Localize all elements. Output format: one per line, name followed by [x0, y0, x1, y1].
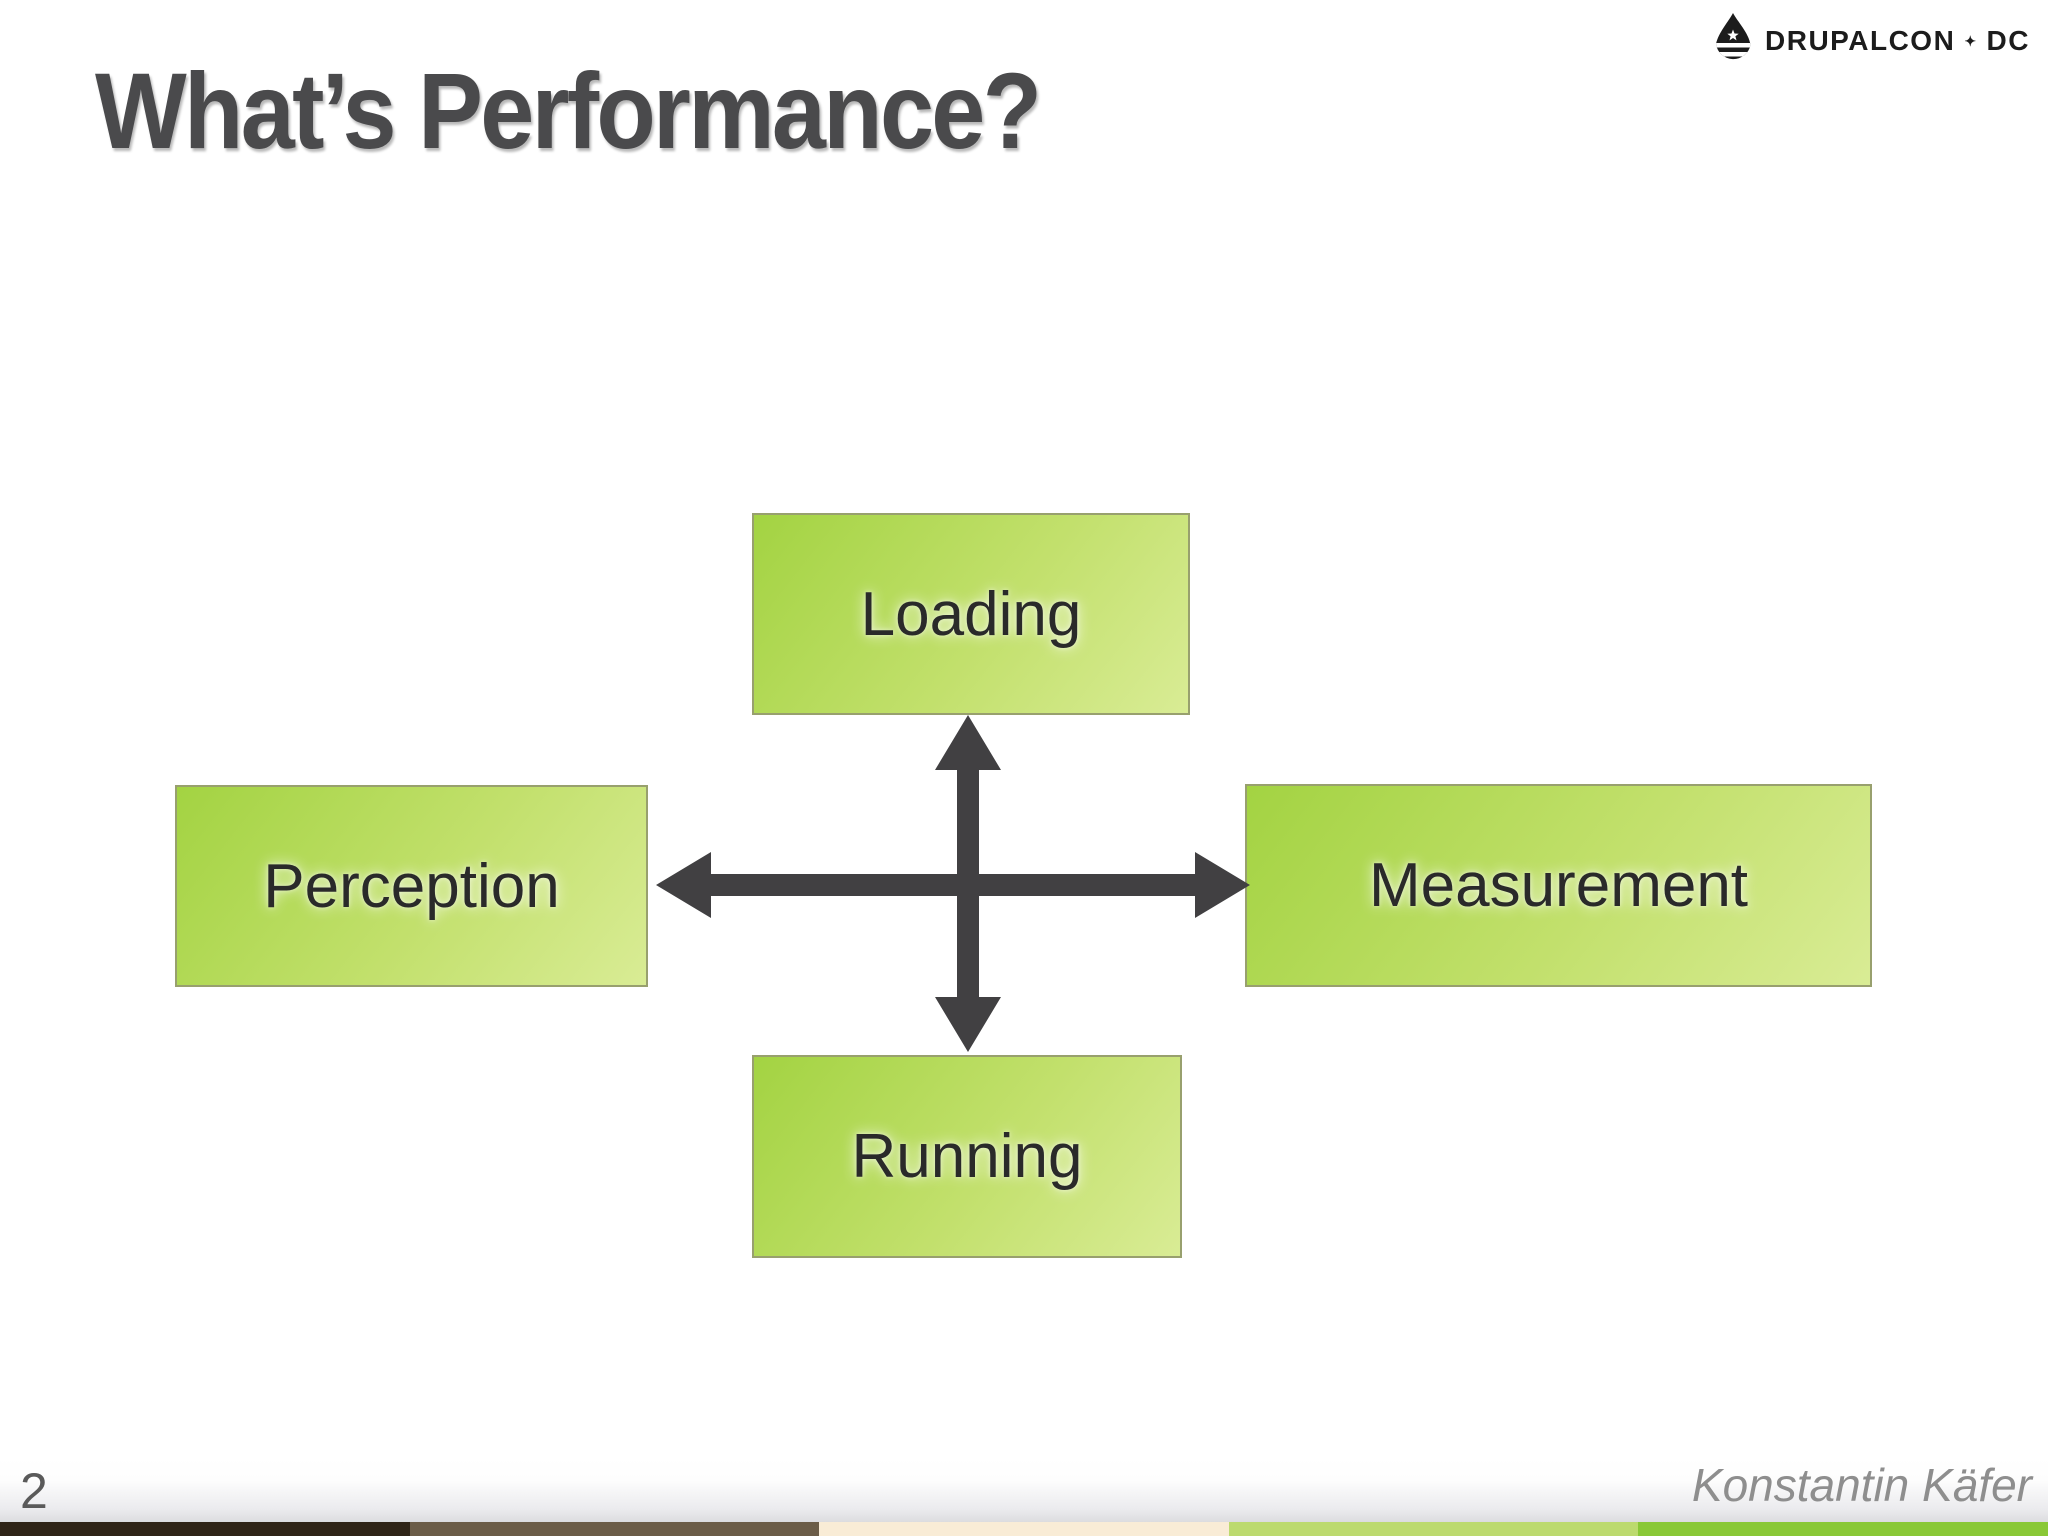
diagram-node-perception: Perception	[175, 785, 648, 987]
horizontal-double-arrow-icon	[656, 852, 1250, 918]
slide-title: What’s Performance?	[95, 50, 1042, 171]
node-label: Running	[851, 1122, 1083, 1191]
node-label: Measurement	[1368, 851, 1749, 920]
logo-wordmark: DRUPALCON ✦ DC	[1765, 25, 2030, 57]
diagram-node-loading: Loading	[752, 513, 1190, 715]
author-name: Konstantin Käfer	[1691, 1459, 2032, 1511]
footer-band	[0, 1458, 2048, 1522]
diagram-node-measurement: Measurement	[1245, 784, 1872, 987]
footer-bar-segment	[0, 1522, 410, 1536]
diagram-node-running: Running	[752, 1055, 1182, 1258]
node-label: Perception	[263, 851, 560, 921]
page-number: 2	[20, 1463, 48, 1519]
drupal-drop-icon	[1711, 12, 1755, 69]
footer-bar-segment	[409, 1522, 820, 1536]
footer-color-bar	[0, 1522, 2048, 1536]
footer-bar-segment	[1228, 1522, 1639, 1536]
vertical-double-arrow-icon	[935, 715, 1001, 1052]
logo-text-main: DRUPALCON	[1765, 24, 1956, 56]
logo-text-suffix: DC	[1986, 24, 2030, 56]
footer-bar-segment	[1638, 1522, 2048, 1536]
drupalcon-dc-logo: DRUPALCON ✦ DC	[1711, 12, 2030, 69]
logo-star-separator-icon: ✦	[1964, 33, 1978, 49]
footer-bar-segment	[819, 1522, 1229, 1536]
node-label: Loading	[860, 579, 1082, 649]
